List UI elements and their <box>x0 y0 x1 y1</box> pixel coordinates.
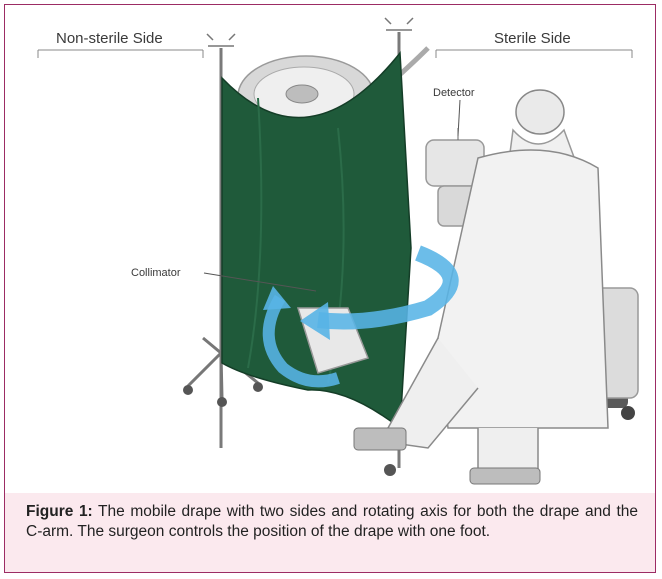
caption-box: Figure 1: The mobile drape with two side… <box>5 493 655 572</box>
detector-label: Detector <box>433 87 475 99</box>
figure-caption: Figure 1: The mobile drape with two side… <box>26 502 638 542</box>
drape-illustration: Non-sterile Side Sterile Side Detector C… <box>8 8 654 493</box>
sterile-side-bracket <box>436 50 632 58</box>
caption-label: Figure 1: <box>26 503 93 520</box>
sterile-side-label: Sterile Side <box>494 30 571 47</box>
caption-text: The mobile drape with two sides and rota… <box>26 503 638 540</box>
non-sterile-side-label: Non-sterile Side <box>56 30 163 47</box>
collimator-label: Collimator <box>131 267 181 279</box>
figure-illustration: Non-sterile Side Sterile Side Detector C… <box>8 8 654 493</box>
non-sterile-side-bracket <box>38 50 203 58</box>
detector-pointer <box>458 100 460 136</box>
figure-frame: Non-sterile Side Sterile Side Detector C… <box>4 4 656 573</box>
pole-base-right <box>384 464 396 476</box>
